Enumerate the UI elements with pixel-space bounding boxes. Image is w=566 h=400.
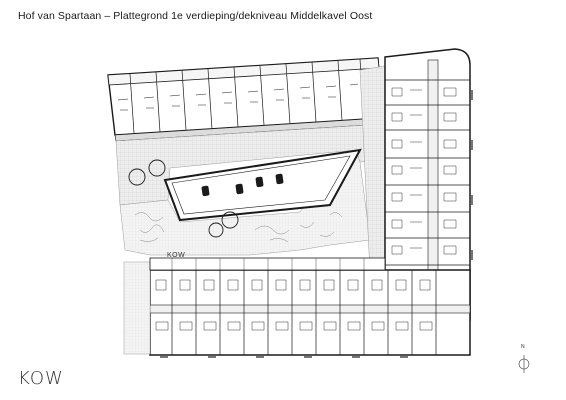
north-label: N	[521, 344, 525, 350]
courtyard-pavilion	[163, 148, 362, 222]
brand-logo: KOW	[18, 368, 64, 389]
north-arrow-icon	[518, 355, 530, 373]
garden-planting	[134, 212, 343, 243]
west-terrace	[123, 257, 386, 355]
south-wing	[149, 269, 471, 358]
page-title: Hof van Spartaan – Plattegrond 1e verdie…	[18, 10, 373, 22]
tree-markers	[128, 159, 239, 238]
north-wing	[107, 57, 384, 142]
courtyard-label: KOW	[167, 252, 186, 259]
east-wing	[384, 48, 473, 321]
